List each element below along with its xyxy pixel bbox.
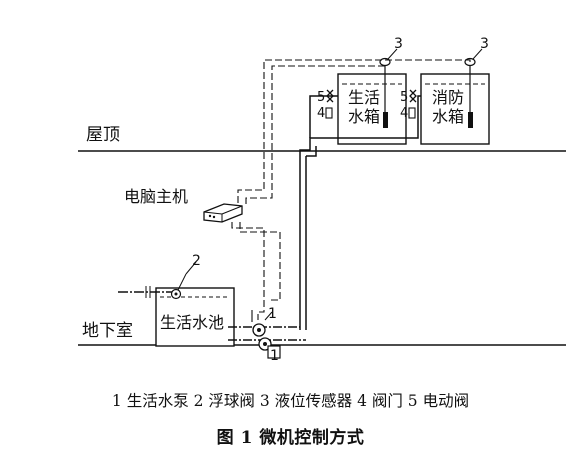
water-supply-diagram: 屋顶 地下室 电脑主机 生活水池 生活 水箱 消防 水箱 3 3 5 4 5 4… — [78, 36, 566, 364]
callout-4-fire: 4 — [400, 106, 408, 121]
riser-pipe-branch — [309, 95, 338, 138]
figure-legend: 1 生活水泵 2 浮球阀 3 液位传感器 4 阀门 5 电动阀 — [111, 392, 470, 410]
callout-5-fire: 5 — [400, 90, 408, 105]
riser-pipe — [299, 95, 421, 330]
callout-2: 2 — [192, 253, 201, 269]
pool-label: 生活水池 — [160, 313, 224, 332]
callout-leader-2 — [185, 261, 197, 275]
motorized-valve-icon — [409, 89, 417, 103]
gate-valve-icon — [325, 107, 333, 119]
tank-fire-label: 消防 — [432, 88, 464, 107]
tank-domestic-label: 水箱 — [348, 107, 380, 126]
computer-host-icon — [203, 203, 243, 223]
fire-water-tank — [420, 64, 490, 145]
tank-fire-label: 水箱 — [432, 107, 464, 126]
domestic-water-tank — [337, 64, 407, 145]
pump-base — [267, 345, 281, 359]
float-valve-icon — [170, 273, 187, 300]
callout-4-domestic: 4 — [317, 106, 325, 121]
callout-3-domestic: 3 — [394, 36, 403, 52]
callout-1-lower: 1 — [270, 348, 279, 364]
callout-1: 1 — [268, 306, 277, 322]
motorized-valve-icon — [326, 89, 334, 103]
computer-label: 电脑主机 — [124, 187, 188, 206]
callout-3-fire: 3 — [480, 36, 489, 52]
gate-valve-icon — [408, 107, 416, 119]
water-pump-icon — [252, 323, 266, 337]
basement-label: 地下室 — [82, 321, 133, 341]
signal-line-inner — [245, 65, 385, 205]
signal-line-outer — [237, 59, 471, 205]
control-line-to-valves — [239, 222, 281, 301]
roof-label: 屋顶 — [86, 125, 120, 145]
control-line-to-pump — [231, 222, 265, 320]
callout-leader-1 — [264, 311, 273, 321]
domestic-water-pool — [155, 287, 235, 347]
tank-domestic-label: 生活 — [348, 88, 380, 107]
figure-title: 图 1 微机控制方式 — [216, 428, 365, 448]
callout-5-domestic: 5 — [317, 90, 325, 105]
